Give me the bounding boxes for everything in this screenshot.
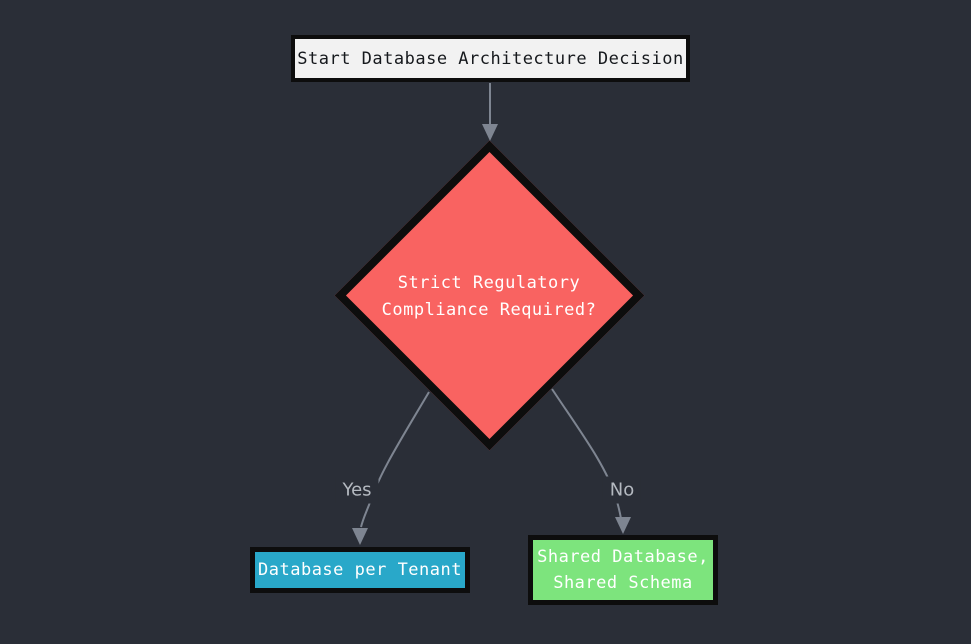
node-decision-label: Strict Regulatory Compliance Required?: [339, 270, 639, 324]
node-decision-label-line1: Strict Regulatory: [397, 273, 581, 293]
node-start: Start Database Architecture Decision: [291, 35, 690, 82]
node-no-outcome: Shared Database, Shared Schema: [528, 535, 718, 605]
arrowhead-decision-to-yes: [352, 528, 368, 545]
edge-decision-to-no: [551, 388, 623, 527]
edge-label-no: No: [602, 476, 642, 504]
node-start-label: Start Database Architecture Decision: [297, 48, 684, 69]
edge-label-yes: Yes: [335, 476, 379, 504]
node-no-outcome-label-line1: Shared Database,: [537, 547, 709, 567]
node-yes-outcome-label: Database per Tenant: [258, 560, 462, 580]
node-no-outcome-label: Shared Database, Shared Schema: [537, 544, 709, 596]
node-decision-label-line2: Compliance Required?: [381, 300, 597, 320]
edge-decision-to-yes: [360, 391, 430, 528]
arrowhead-start-to-decision: [482, 124, 498, 141]
arrowhead-decision-to-no: [615, 517, 631, 534]
node-yes-outcome: Database per Tenant: [250, 547, 470, 593]
node-no-outcome-label-line2: Shared Schema: [553, 573, 693, 593]
